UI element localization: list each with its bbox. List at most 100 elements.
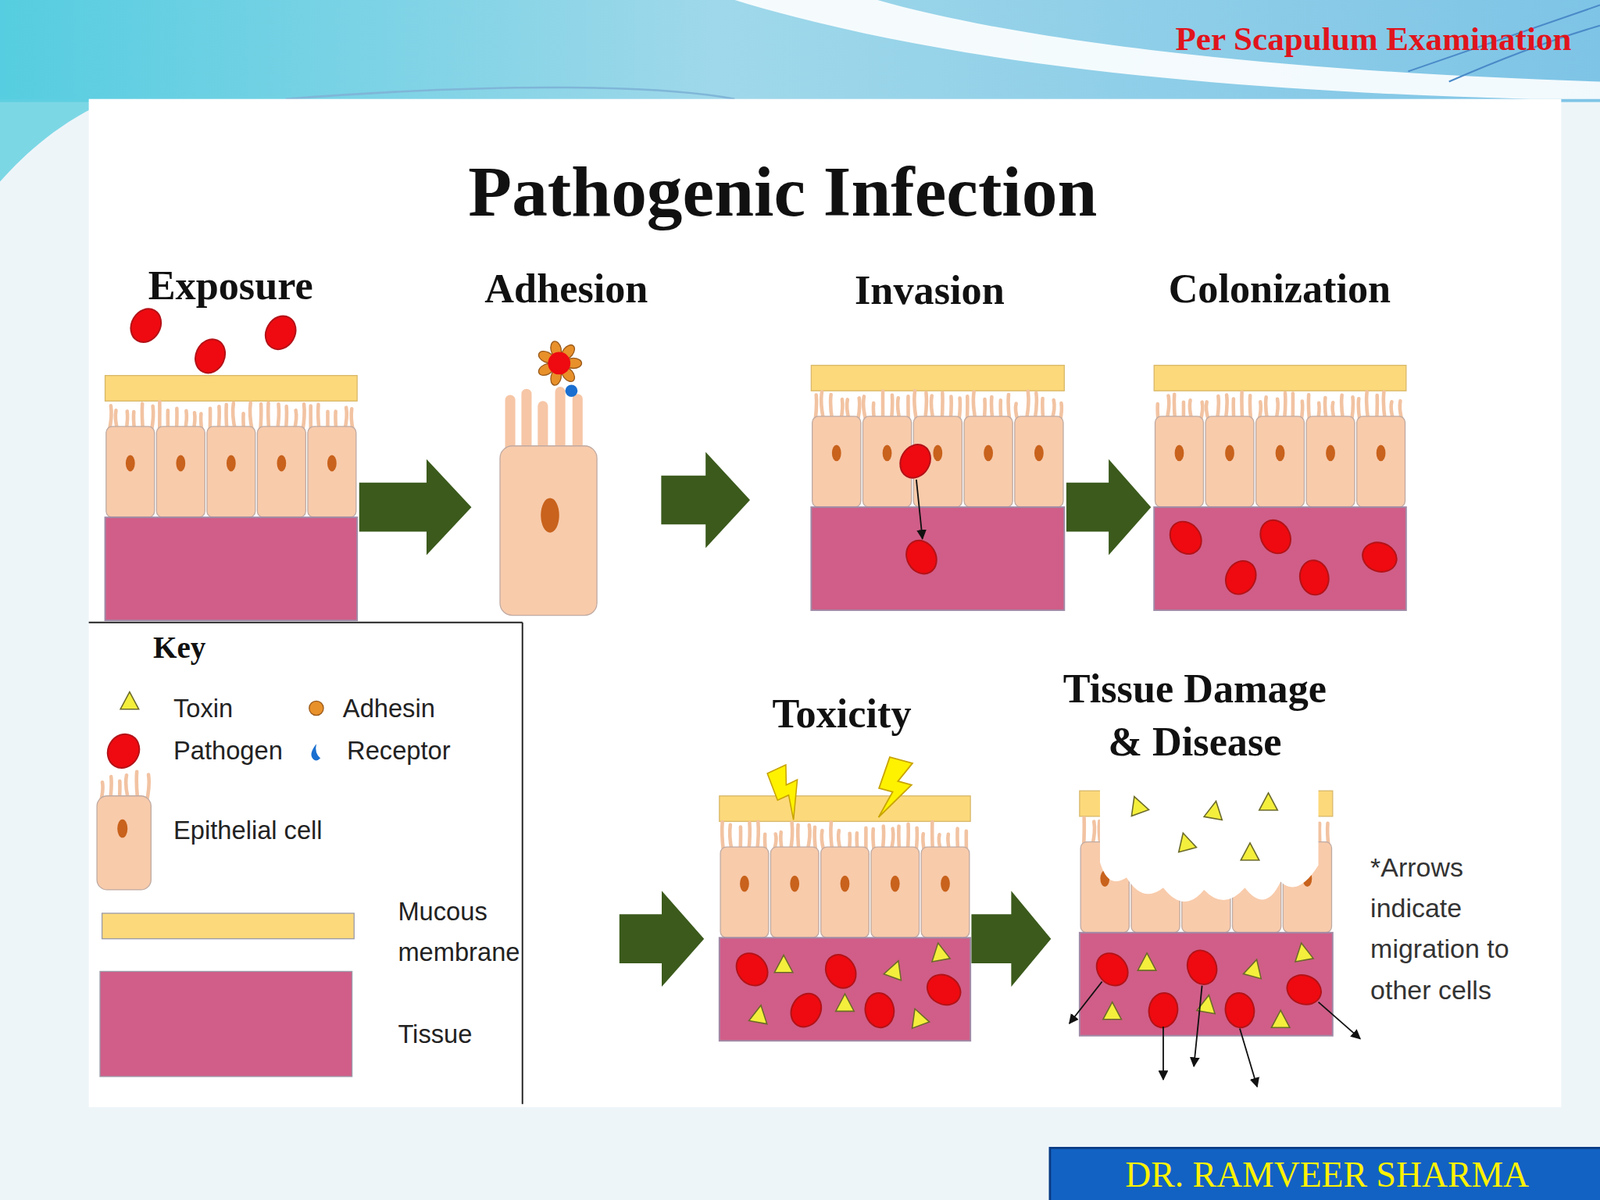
cell-nucleus — [940, 875, 950, 893]
toxin — [928, 941, 950, 962]
cell-nucleus — [890, 875, 900, 893]
legend-text: Pathogen — [173, 731, 337, 768]
stage-panel: Exposure — [102, 263, 360, 623]
legend-text: Tissue — [397, 1015, 561, 1053]
toxin — [883, 957, 908, 981]
stage-heading: Tissue Damage & Disease — [1050, 662, 1339, 769]
tissue-layer — [1153, 507, 1407, 611]
pathogen — [900, 535, 943, 580]
toxin — [1240, 842, 1260, 861]
toxin — [1243, 957, 1266, 979]
pathogen — [1296, 557, 1332, 597]
pathogen — [729, 946, 775, 993]
key-frame — [521, 622, 524, 1104]
stage-panel: Tissue Damage & Disease — [1050, 662, 1339, 1047]
epithelial-cell — [207, 426, 256, 518]
stage-panel: Colonization — [1150, 265, 1408, 613]
cell-nucleus — [1376, 444, 1386, 461]
flow-arrow — [1066, 459, 1151, 556]
cell-nucleus — [840, 875, 850, 893]
microvillus — [721, 821, 724, 851]
stage-heading: Colonization — [1150, 265, 1408, 313]
legend-text: Mucous membrane — [397, 890, 531, 972]
legend-text: Toxin — [173, 689, 337, 727]
pathogen — [1254, 514, 1297, 560]
epithelial-cell — [1306, 416, 1355, 508]
toxin-bolt — [871, 756, 918, 824]
cell-nucleus — [125, 455, 136, 472]
toxin — [1271, 1010, 1290, 1028]
pathogen — [862, 990, 897, 1030]
stage-panel: Toxicity — [719, 692, 972, 1047]
epithelial-cell — [1256, 416, 1305, 508]
pathogen — [547, 352, 571, 375]
epithelial-cell — [1155, 416, 1204, 508]
cell-nucleus — [540, 497, 560, 533]
cell-nucleus — [832, 444, 842, 461]
microvillus — [146, 775, 150, 800]
author-name: DR. RAMVEER SHARMA — [1050, 1149, 1600, 1200]
migration-arrow — [1193, 985, 1202, 1067]
flow-arrow — [359, 459, 472, 556]
legend-text: Adhesin — [342, 689, 507, 727]
flow-arrow — [971, 890, 1051, 987]
pathogen — [819, 949, 862, 994]
toxin — [1103, 1002, 1122, 1020]
pathogen — [1358, 537, 1401, 577]
tissue-layer — [105, 517, 358, 621]
legend-samples — [96, 692, 354, 1077]
epithelial-cell — [770, 846, 819, 938]
footer-bar: DR. RAMVEER SHARMA — [1049, 1146, 1600, 1200]
tissue-panel — [1153, 365, 1407, 611]
microvillus — [1308, 394, 1310, 421]
epithelial-cell — [821, 846, 870, 938]
toxin — [1259, 792, 1279, 811]
mucous-membrane — [719, 796, 971, 822]
epithelial-cell — [156, 426, 205, 518]
stage-panel: Invasion — [750, 267, 1067, 612]
epithelial-cell — [1205, 416, 1254, 508]
cell-nucleus — [882, 444, 893, 461]
receptor-sample — [310, 743, 321, 761]
cell-nucleus — [117, 819, 128, 839]
key-heading: Key — [153, 627, 276, 668]
cell-nucleus — [327, 455, 337, 472]
pathogen — [1089, 946, 1135, 993]
toxin — [120, 692, 140, 710]
cell-nucleus — [1325, 444, 1336, 461]
toxin — [1125, 793, 1150, 817]
mucous-membrane — [1153, 365, 1407, 392]
migration-arrow — [1069, 981, 1103, 1024]
stage-heading: Adhesion — [471, 265, 661, 313]
diagram-title: Pathogenic Infection — [306, 150, 1260, 233]
tissue-panel — [1069, 781, 1361, 1087]
cell-nucleus — [739, 875, 750, 893]
pathogen — [894, 439, 937, 484]
pathogen — [785, 988, 828, 1033]
mucous-membrane — [105, 375, 358, 402]
stage-heading: Invasion — [800, 267, 1058, 315]
epithelial-cell — [964, 416, 1013, 508]
cell-nucleus — [226, 455, 236, 472]
flow-arrow — [619, 890, 704, 987]
cell-nucleus — [789, 875, 800, 893]
toxin — [774, 955, 793, 973]
pathogen — [259, 310, 302, 355]
migration-arrow — [1318, 1002, 1361, 1040]
epithelial-cell-sample — [96, 796, 151, 890]
epithelial-cell — [257, 426, 306, 518]
epithelial-cell — [1014, 416, 1064, 508]
toxin — [906, 1005, 930, 1029]
cell-nucleus — [1225, 444, 1235, 461]
illustration — [105, 303, 1407, 1087]
cell-nucleus — [1275, 444, 1286, 461]
epithelial-cell — [812, 416, 861, 508]
receptor — [565, 384, 579, 397]
microvillus — [555, 392, 566, 455]
tissue-layer — [1079, 932, 1333, 1036]
epithelial-cell — [500, 446, 597, 616]
mucous-membrane — [810, 365, 1065, 392]
legend-text: Receptor — [346, 731, 511, 768]
pathogen — [101, 728, 146, 774]
